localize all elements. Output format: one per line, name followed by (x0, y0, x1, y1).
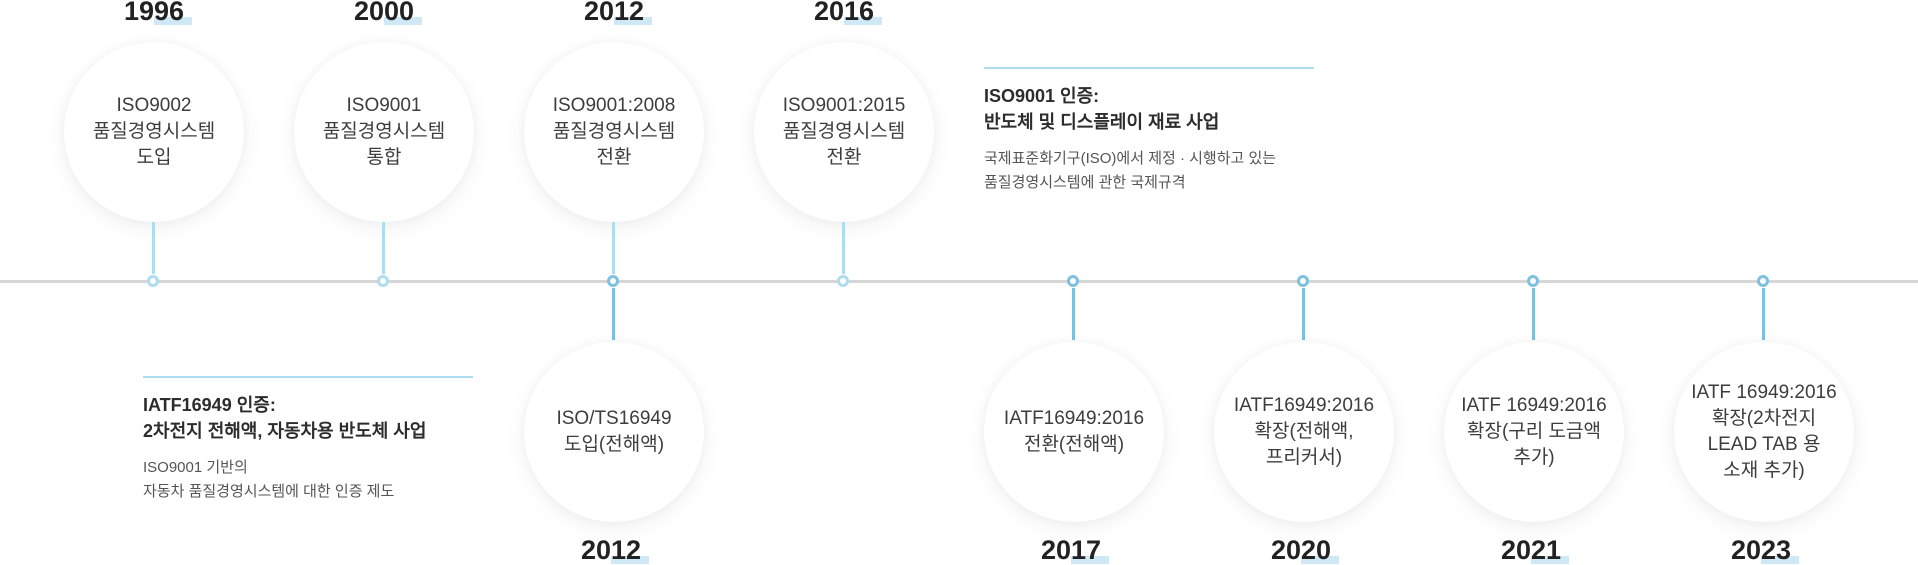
milestone-circle: ISO9001 품질경영시스템 통합 (294, 42, 474, 222)
milestone-year: 2023 (1730, 535, 1800, 565)
milestone-dot (1527, 275, 1539, 287)
note-rule (143, 376, 473, 378)
milestone-stem (382, 222, 385, 274)
milestone-year: 2021 (1500, 535, 1570, 565)
note-title: ISO9001 인증: 반도체 및 디스플레이 재료 사업 (984, 86, 1220, 132)
note-rule (984, 67, 1314, 69)
milestone-year: 2016 (764, 0, 924, 26)
milestone-year: 2012 (534, 0, 694, 26)
note-description: 국제표준화기구(ISO)에서 제정 · 시행하고 있는 품질경영시스템에 관한 … (984, 150, 1277, 191)
note-title: IATF16949 인증: 2차전지 전해액, 자동차용 반도체 사업 (143, 395, 427, 441)
milestone-stem (1072, 288, 1075, 340)
milestone-dot (147, 275, 159, 287)
milestone-dot (1297, 275, 1309, 287)
milestone-circle: IATF 16949:2016 확장(구리 도금액 추가) (1444, 342, 1624, 522)
milestone-circle: IATF 16949:2016 확장(2차전지 LEAD TAB 용 소재 추가… (1674, 342, 1854, 522)
milestone-dot (1067, 275, 1079, 287)
milestone-year: 2020 (1270, 535, 1340, 565)
milestone-circle: ISO9001:2015 품질경영시스템 전환 (754, 42, 934, 222)
note-description: ISO9001 기반의 자동차 품질경영시스템에 대한 인증 제도 (143, 459, 395, 500)
milestone-year: 2017 (1040, 535, 1110, 565)
milestone-dot (377, 275, 389, 287)
milestone-year: 2000 (304, 0, 464, 26)
milestone-circle: IATF16949:2016 확장(전해액, 프리커서) (1214, 342, 1394, 522)
milestone-stem (1762, 288, 1765, 340)
milestone-circle: ISO9002 품질경영시스템 도입 (64, 42, 244, 222)
milestone-stem (1302, 288, 1305, 340)
milestone-stem (612, 222, 615, 274)
timeline-axis (0, 280, 1918, 283)
milestone-circle: ISO9001:2008 품질경영시스템 전환 (524, 42, 704, 222)
milestone-circle: IATF16949:2016 전환(전해액) (984, 342, 1164, 522)
milestone-stem (1532, 288, 1535, 340)
milestone-dot (1757, 275, 1769, 287)
milestone-dot (607, 275, 619, 287)
milestone-year: 1996 (74, 0, 234, 26)
iso-certification-note: ISO9001 인증: 반도체 및 디스플레이 재료 사업 국제표준화기구(IS… (984, 67, 1314, 195)
iatf-certification-note: IATF16949 인증: 2차전지 전해액, 자동차용 반도체 사업 ISO9… (143, 376, 473, 504)
milestone-year: 2012 (580, 535, 650, 565)
milestone-stem (612, 288, 615, 340)
milestone-dot (837, 275, 849, 287)
milestone-stem (842, 222, 845, 274)
milestone-circle: ISO/TS16949 도입(전해액) (524, 342, 704, 522)
milestone-stem (152, 222, 155, 274)
